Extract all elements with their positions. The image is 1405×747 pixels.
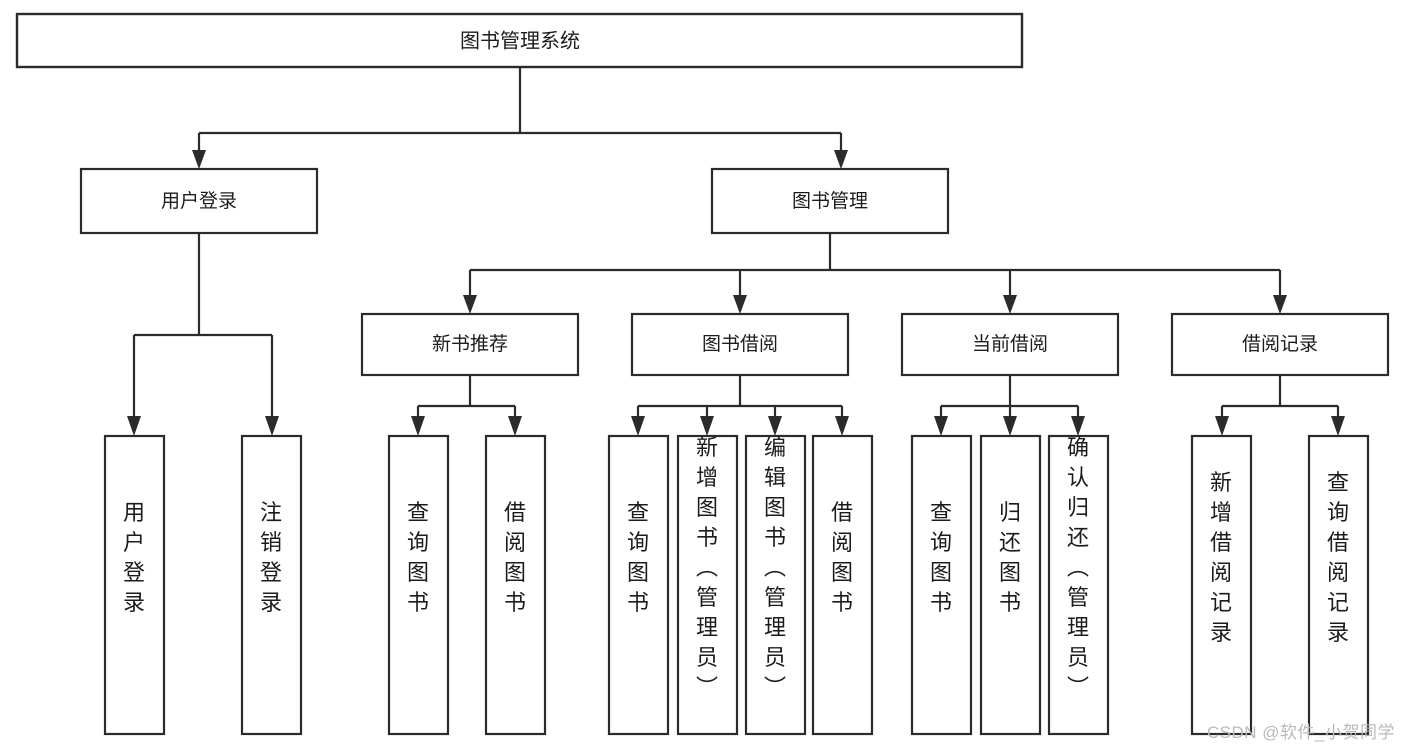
leaf-bb-query-book[interactable]: 查询图书: [607, 434, 670, 736]
leaf-bb-edit-book[interactable]: 编辑图书︵管理员︶: [744, 434, 807, 736]
node-book-manage[interactable]: 图书管理: [710, 167, 950, 235]
leaf-cb-confirm-return-label: 确认归还︵管理员︶: [1067, 435, 1089, 700]
arrow-to-leaf-cb-query-book: [934, 416, 948, 436]
arrow-to-book-borrow: [733, 295, 747, 314]
arrow-to-leaf-bb-edit-book: [768, 416, 782, 436]
leaf-cb-query-book-label: 查询图书: [930, 500, 952, 615]
arrow-to-leaf-cb-confirm-return: [1071, 416, 1085, 436]
node-current-borrow[interactable]: 当前借阅: [900, 312, 1120, 377]
node-user-login[interactable]: 用户登录: [79, 167, 319, 235]
leaf-cb-return-book[interactable]: 归还图书: [979, 434, 1042, 736]
leaf-nb-query-book[interactable]: 查询图书: [387, 434, 450, 736]
node-root-system-label: 图书管理系统: [460, 29, 580, 52]
arrow-to-leaf-nb-query-book: [411, 416, 425, 436]
leaf-cb-return-book-label: 归还图书: [999, 500, 1021, 615]
arrow-to-leaf-cb-return-book: [1003, 416, 1017, 436]
leaf-user-login-label: 用户登录: [123, 500, 145, 615]
leaf-logout[interactable]: 注销登录: [240, 434, 303, 736]
node-book-borrow[interactable]: 图书借阅: [630, 312, 850, 377]
leaf-cb-confirm-return[interactable]: 确认归还︵管理员︶: [1047, 434, 1110, 736]
arrow-to-borrow-record: [1273, 295, 1287, 314]
arrow-to-new-book-recommend: [463, 295, 477, 314]
leaf-br-add-record[interactable]: 新增借阅记录: [1190, 434, 1253, 736]
node-new-book-recommend[interactable]: 新书推荐: [360, 312, 580, 377]
connector-layer: [127, 67, 1345, 436]
leaf-nb-query-book-label: 查询图书: [407, 500, 429, 615]
arrow-to-leaf-bb-add-book: [700, 416, 714, 436]
arrow-to-leaf-logout: [265, 416, 279, 436]
arrow-to-leaf-br-add-record: [1215, 416, 1229, 436]
node-new-book-recommend-label: 新书推荐: [432, 333, 508, 355]
leaf-cb-query-book[interactable]: 查询图书: [910, 434, 973, 736]
node-current-borrow-label: 当前借阅: [972, 333, 1048, 355]
leaf-br-query-record-label: 查询借阅记录: [1327, 470, 1349, 645]
node-root-system[interactable]: 图书管理系统: [15, 12, 1024, 69]
csdn-watermark: CSDN @软件_小贺同学: [1206, 723, 1395, 742]
leaf-bb-borrow-book[interactable]: 借阅图书: [811, 434, 874, 736]
arrow-root-to-user-login: [192, 150, 206, 169]
node-borrow-record-label: 借阅记录: [1242, 333, 1318, 355]
node-borrow-record[interactable]: 借阅记录: [1170, 312, 1390, 377]
arrow-to-leaf-bb-query-book: [631, 416, 645, 436]
leaf-user-login[interactable]: 用户登录: [103, 434, 166, 736]
leaf-br-query-record[interactable]: 查询借阅记录: [1307, 434, 1370, 736]
leaf-br-add-record-label: 新增借阅记录: [1210, 470, 1232, 645]
arrow-to-leaf-nb-borrow-book: [508, 416, 522, 436]
arrow-to-current-borrow: [1003, 295, 1017, 314]
leaf-bb-add-book[interactable]: 新增图书︵管理员︶: [676, 434, 739, 736]
node-book-manage-label: 图书管理: [792, 190, 868, 212]
arrow-to-leaf-user-login: [127, 416, 141, 436]
leaf-bb-edit-book-label: 编辑图书︵管理员︶: [764, 435, 786, 700]
arrow-root-to-book-manage: [834, 150, 848, 169]
leaf-nb-borrow-book[interactable]: 借阅图书: [484, 434, 547, 736]
leaf-bb-query-book-label: 查询图书: [627, 500, 649, 615]
node-book-borrow-label: 图书借阅: [702, 333, 778, 355]
leaf-bb-borrow-book-label: 借阅图书: [831, 500, 853, 615]
leaf-logout-label: 注销登录: [260, 500, 282, 615]
node-user-login-label: 用户登录: [161, 190, 237, 212]
arrow-to-leaf-bb-borrow-book: [835, 416, 849, 436]
arrow-to-leaf-br-query-record: [1331, 416, 1345, 436]
leaf-bb-add-book-label: 新增图书︵管理员︶: [696, 435, 718, 700]
leaf-nb-borrow-book-label: 借阅图书: [504, 500, 526, 615]
